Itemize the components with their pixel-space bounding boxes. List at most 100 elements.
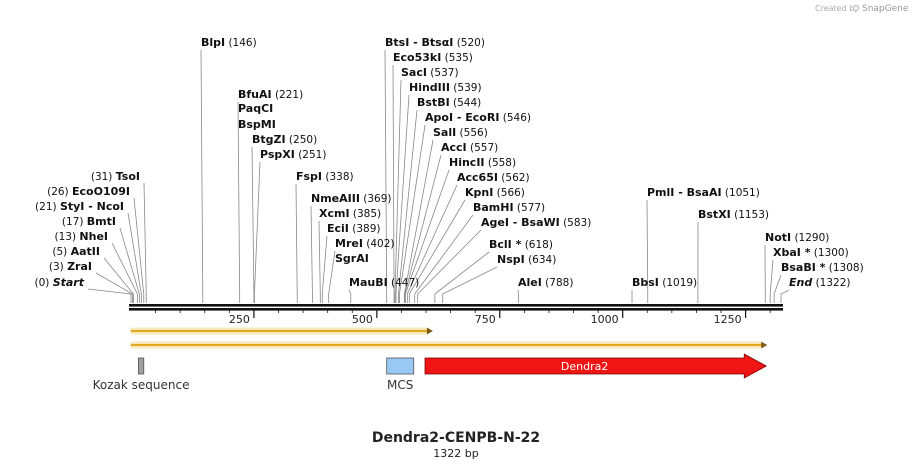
site-label-bsabi: BsaBI * (1308) <box>781 261 864 274</box>
site-line-acci <box>404 154 442 303</box>
site-line-pmli-bsaai <box>646 199 649 303</box>
site-line-bamhi <box>414 214 474 303</box>
site-label-eco53ki: Eco53kI (535) <box>393 51 473 64</box>
site-label-bstbi: BstBI (544) <box>417 96 481 109</box>
site-position-xbai: (1300) <box>810 247 848 259</box>
site-position-tsoi: (31) <box>91 171 116 183</box>
site-lines <box>87 49 790 303</box>
site-line-btsi-bts-i <box>384 49 388 303</box>
site-name-tsoi: TsoI <box>116 170 140 183</box>
site-position-bbsi: (1019) <box>659 277 697 289</box>
site-name-kpni: KpnI <box>465 186 493 199</box>
site-name-bstxi: BstXI <box>698 208 731 221</box>
site-line-bsabi <box>773 274 782 303</box>
site-name-bsabi: BsaBI * <box>781 261 826 274</box>
site-position-agei-bsawi: (583) <box>560 217 592 229</box>
site-name-blpi: BlpI <box>201 36 225 49</box>
site-label-pmli-bsaai: PmlI - BsaAI (1051) <box>647 186 760 199</box>
site-position-mrei: (402) <box>363 238 395 250</box>
site-label-fspi: FspI (338) <box>296 170 354 183</box>
site-position-acci: (557) <box>467 142 499 154</box>
site-label-bstxi: BstXI (1153) <box>698 208 769 221</box>
site-position-bcli: (618) <box>521 239 553 251</box>
site-label-ecoo109i: (26) EcoO109I <box>47 185 130 198</box>
site-line-nmeaiii <box>310 205 313 303</box>
site-labels: (0) Start(3) ZraI(5) AatII(13) NheI(17) … <box>34 36 863 289</box>
site-label-acc65i: Acc65I (562) <box>457 171 530 184</box>
site-position-ecoo109i: (26) <box>47 186 72 198</box>
feature-mcs: MCS <box>386 357 415 392</box>
site-line-mrei <box>328 250 336 303</box>
site-name-acci: AccI <box>441 141 467 154</box>
site-line-ecii <box>321 235 328 303</box>
site-position-bstxi: (1153) <box>731 209 769 221</box>
site-position-pspxi: (251) <box>295 149 327 161</box>
site-line-nhei <box>111 242 138 303</box>
site-label-blpi: BlpI (146) <box>201 36 257 49</box>
site-label-tsoi: (31) TsoI <box>91 170 140 183</box>
map-title: Dendra2-CENPB-N-22 <box>372 430 540 446</box>
site-name-btgzi: BtgZI <box>252 133 286 146</box>
site-line-sali <box>403 139 434 303</box>
site-line-pspxi <box>254 161 261 303</box>
feature-dendra2: Dendra2 <box>424 353 768 379</box>
site-line-eco53ki <box>392 64 395 303</box>
site-position-bstbi: (544) <box>450 97 482 109</box>
site-position-maubi: (447) <box>388 277 420 289</box>
site-name-agei-bsawi: AgeI - BsaWI <box>481 216 560 229</box>
site-name-sgrai: SgrAI <box>335 252 369 265</box>
backbone <box>129 304 783 311</box>
site-label-noti: NotI (1290) <box>765 231 829 244</box>
site-name-bamhi: BamHI <box>473 201 514 214</box>
feature-label-kozak-sequence: Kozak sequence <box>93 378 190 392</box>
orf-arrow-2 <box>130 341 768 349</box>
site-label-bfuai: BfuAI (221) <box>238 88 303 101</box>
site-position-blpi: (146) <box>225 37 257 49</box>
backbone-bottom-strand <box>129 308 783 311</box>
credit-prefix: Created by <box>815 4 859 13</box>
site-position-end: (1322) <box>812 277 850 289</box>
site-label-kpni: KpnI (566) <box>465 186 525 199</box>
ruler-label-250: 250 <box>229 313 250 326</box>
site-label-sgrai: SgrAI <box>335 252 369 265</box>
site-position-bsabi: (1308) <box>825 262 863 274</box>
credit-brand: SnapGene <box>862 4 909 14</box>
site-position-alei: (788) <box>542 277 574 289</box>
site-name-paqci: PaqCI <box>238 102 273 115</box>
site-label-saci: SacI (537) <box>401 66 459 79</box>
site-label-acci: AccI (557) <box>441 141 498 154</box>
site-name-hincii: HincII <box>449 156 485 169</box>
site-name-start: Start <box>53 276 85 289</box>
site-line-kpni <box>408 199 466 303</box>
site-line-aatii <box>103 257 134 303</box>
site-line-fspi <box>295 183 298 303</box>
ruler-label-750: 750 <box>475 313 496 326</box>
site-line-end <box>780 289 790 303</box>
feature-label-dendra2: Dendra2 <box>561 360 608 373</box>
site-position-hindiii: (539) <box>450 82 482 94</box>
site-name-apoi-ecori: ApoI - EcoRI <box>425 111 499 124</box>
site-name-btsi-bts-i: BtsI - BtsαI <box>385 36 453 49</box>
site-line-agei-bsawi <box>417 229 482 303</box>
site-position-start: (0) <box>34 277 52 289</box>
site-name-hindiii: HindIII <box>409 81 450 94</box>
site-name-bmti: BmtI <box>87 215 116 228</box>
site-line-bstbi <box>398 109 418 303</box>
site-line-styi-ncoi <box>127 212 142 303</box>
site-line-tsoi <box>143 182 147 303</box>
site-position-noti: (1290) <box>791 232 829 244</box>
feature-kozak-sequence: Kozak sequence <box>93 357 190 392</box>
site-label-sali: SalI (556) <box>433 126 488 139</box>
site-name-nspi: NspI <box>497 253 525 266</box>
site-position-saci: (537) <box>427 67 459 79</box>
site-label-nmeaiii: NmeAIII (369) <box>311 192 392 205</box>
site-line-zrai <box>95 272 133 303</box>
site-line-acc65i <box>406 184 458 303</box>
site-label-btsi-bts-i: BtsI - BtsαI (520) <box>385 36 485 49</box>
site-label-bbsi: BbsI (1019) <box>632 276 697 289</box>
site-name-pmli-bsaai: PmlI - BsaAI <box>647 186 722 199</box>
site-line-apoi-ecori <box>399 124 426 303</box>
site-name-bspmi: BspMI <box>238 118 276 131</box>
site-label-xbai: XbaI * (1300) <box>773 246 849 259</box>
site-label-bamhi: BamHI (577) <box>473 201 545 214</box>
